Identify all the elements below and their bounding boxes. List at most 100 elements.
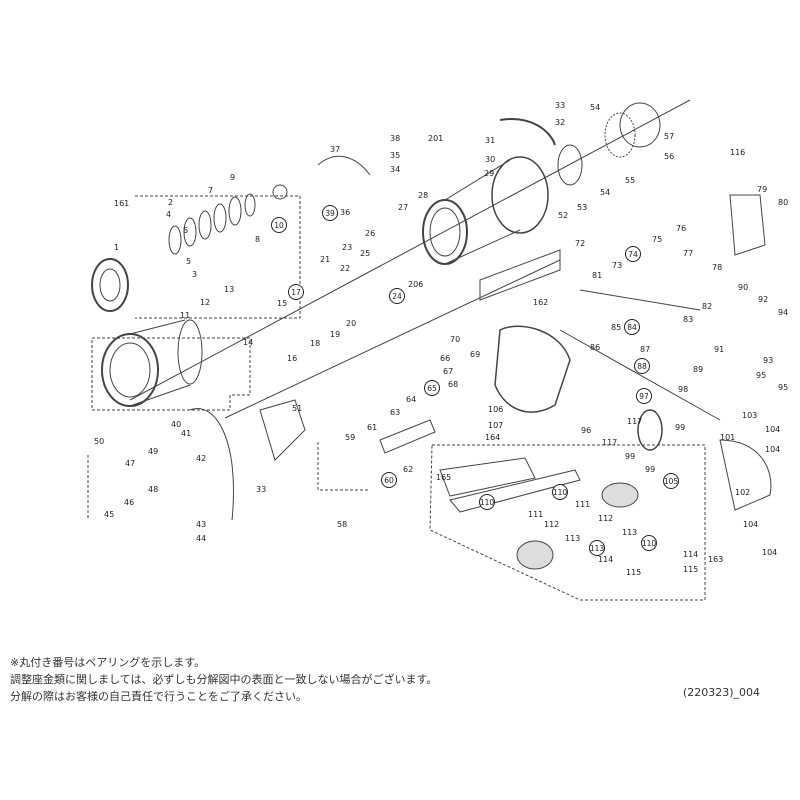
bearing-label: 24 (389, 288, 405, 304)
part-label: 81 (592, 271, 602, 280)
part-label: 95 (778, 383, 788, 392)
part-label: 1 (114, 243, 119, 252)
part-label: 66 (440, 354, 450, 363)
part-label: 31 (485, 136, 495, 145)
part-label: 50 (94, 437, 104, 446)
part-label: 27 (398, 203, 408, 212)
part-label: 72 (575, 239, 585, 248)
svg-text:10: 10 (274, 221, 284, 230)
bearing-label: 110 (479, 494, 495, 510)
part-label: 70 (450, 335, 460, 344)
part-label: 117 (602, 438, 617, 447)
part-label: 161 (114, 199, 129, 208)
part-label: 47 (125, 459, 135, 468)
part-label: 56 (664, 152, 674, 161)
part-label: 36 (340, 208, 350, 217)
part-label: 103 (742, 411, 757, 420)
part-label: 12 (200, 298, 210, 307)
part-label: 201 (428, 134, 443, 143)
part-label: 41 (181, 429, 191, 438)
part-label: 93 (763, 356, 773, 365)
part-label: 25 (360, 249, 370, 258)
svg-text:17: 17 (291, 288, 301, 297)
part-label: 37 (330, 145, 340, 154)
part-label: 59 (345, 433, 355, 442)
part-label: 29 (484, 169, 494, 178)
part-label: 111 (528, 510, 543, 519)
part-label: 106 (488, 405, 503, 414)
svg-text:105: 105 (664, 477, 679, 486)
part-label: 49 (148, 447, 158, 456)
part-label: 42 (196, 454, 206, 463)
part-label: 91 (714, 345, 724, 354)
part-label: 18 (310, 339, 320, 348)
part-label: 21 (320, 255, 330, 264)
bearing-label: 110 (641, 535, 657, 551)
part-label: 115 (626, 568, 641, 577)
part-label: 112 (598, 514, 613, 523)
bearing-label: 17 (288, 284, 304, 300)
part-label: 99 (675, 423, 685, 432)
svg-text:97: 97 (639, 392, 649, 401)
svg-text:65: 65 (427, 384, 437, 393)
bearing-label: 84 (624, 319, 640, 335)
svg-text:60: 60 (384, 476, 394, 485)
part-label: 92 (758, 295, 768, 304)
part-label: 7 (208, 186, 213, 195)
part-label: 87 (640, 345, 650, 354)
part-label: 26 (365, 229, 375, 238)
part-label: 13 (224, 285, 234, 294)
part-label: 33 (555, 101, 565, 110)
part-label: 99 (625, 452, 635, 461)
bearing-label: 110 (552, 484, 568, 500)
part-label: 44 (196, 534, 206, 543)
part-label: 45 (104, 510, 114, 519)
part-label: 115 (683, 565, 698, 574)
part-label: 107 (488, 421, 503, 430)
part-label: 79 (757, 185, 767, 194)
part-label: 61 (367, 423, 377, 432)
bearing-note: ※丸付き番号はベアリングを示します。 (10, 656, 206, 669)
part-label: 3 (192, 270, 197, 279)
part-label: 165 (436, 473, 451, 482)
part-label: 35 (390, 151, 400, 160)
part-label: 76 (676, 224, 686, 233)
svg-text:110: 110 (480, 498, 495, 507)
part-label: 55 (625, 176, 635, 185)
bearing-label: 65 (424, 380, 440, 396)
part-label: 163 (708, 555, 723, 564)
part-label: 114 (598, 555, 613, 564)
part-label: 54 (600, 188, 610, 197)
part-label: 2 (168, 198, 173, 207)
part-label: 101 (720, 433, 735, 442)
bearing-label: 88 (634, 358, 650, 374)
part-label: 104 (762, 548, 777, 557)
part-label: 104 (743, 520, 758, 529)
part-label: 95 (756, 371, 766, 380)
part-label: 98 (678, 385, 688, 394)
part-label: 33 (256, 485, 266, 494)
part-label: 53 (577, 203, 587, 212)
bearing-label: 60 (381, 472, 397, 488)
washer-note: 調整座金類に関しましては、必ずしも分解図中の表面と一致しない場合がございます。 (10, 673, 438, 686)
part-label: 80 (778, 198, 788, 207)
part-label: 116 (730, 148, 745, 157)
part-label: 117 (627, 417, 642, 426)
part-label: 4 (166, 210, 171, 219)
part-label: 68 (448, 380, 458, 389)
part-label: 46 (124, 498, 134, 507)
svg-text:110: 110 (642, 539, 657, 548)
bearing-label: 39 (322, 205, 338, 221)
part-label: 77 (683, 249, 693, 258)
part-label: 58 (337, 520, 347, 529)
part-label: 90 (738, 283, 748, 292)
part-label: 96 (581, 426, 591, 435)
bearing-label: 97 (636, 388, 652, 404)
part-label: 99 (645, 465, 655, 474)
svg-text:84: 84 (627, 323, 637, 332)
part-label: 78 (712, 263, 722, 272)
part-label: 86 (590, 343, 600, 352)
part-label: 104 (765, 425, 780, 434)
part-label: 104 (765, 445, 780, 454)
